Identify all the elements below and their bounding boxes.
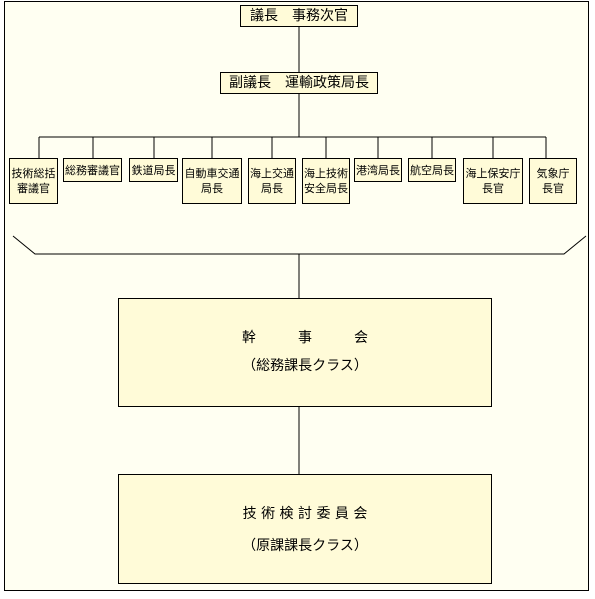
member-box-kaijo-kotsu: 海上交通 局長 xyxy=(248,158,296,204)
vice-chairman-box: 副議長 運輸政策局長 xyxy=(220,72,378,94)
grouping-bracket xyxy=(12,235,587,255)
executive-committee-subtitle: （総務課長クラス） xyxy=(242,358,368,374)
member-box-soumu-shingikan: 総務審議官 xyxy=(63,158,122,182)
member-box-kaijo-hoan: 海上保安庁 長官 xyxy=(463,158,523,204)
member-box-kowan: 港湾局長 xyxy=(354,158,402,182)
chairman-box: 議長 事務次官 xyxy=(240,5,358,27)
technical-committee-title: 技 術 検 討 委 員 会 xyxy=(242,506,368,522)
technical-committee-subtitle: （原課課長クラス） xyxy=(242,538,368,554)
member-box-jidosha-kotsu: 自動車交通 局長 xyxy=(182,158,242,204)
member-box-kaijo-gijutsu: 海上技術 安全局長 xyxy=(302,158,350,204)
member-box-kishocho: 気象庁 長官 xyxy=(529,158,577,204)
executive-committee-title: 幹 事 会 xyxy=(242,330,368,346)
executive-committee-box: 幹 事 会 （総務課長クラス） xyxy=(118,298,492,407)
member-box-tetsudo: 鉄道局長 xyxy=(129,158,178,182)
member-box-koku: 航空局長 xyxy=(408,158,456,182)
technical-committee-box: 技 術 検 討 委 員 会 （原課課長クラス） xyxy=(118,474,492,584)
member-box-gijutsu-soukatsu: 技術総括 審議官 xyxy=(9,158,58,204)
